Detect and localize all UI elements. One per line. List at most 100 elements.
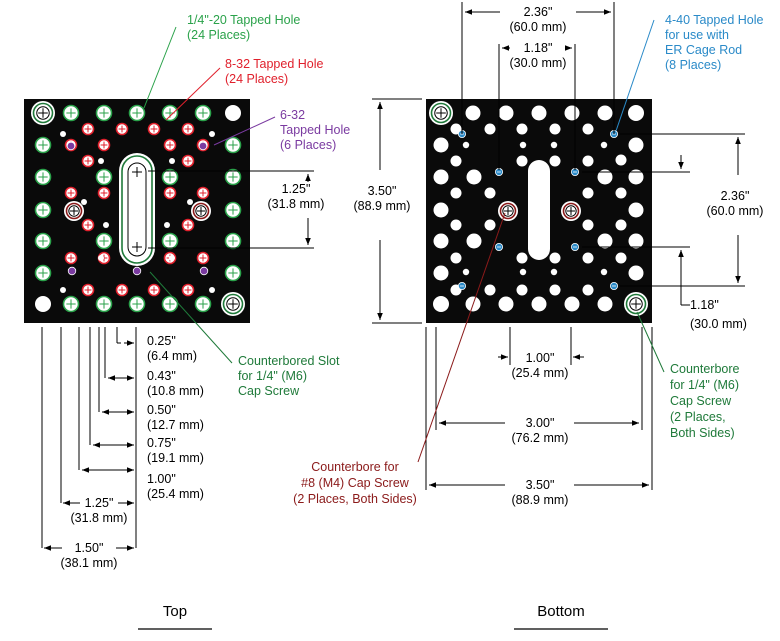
through-hole-small [187,199,193,205]
through-hole-medium [484,123,496,135]
tapped-hole-quarter-20 [224,264,242,282]
dim-height [372,98,422,324]
counterbored-slot [119,153,155,266]
through-hole-large [466,169,482,185]
through-hole-large [498,105,514,121]
callout-quarter-tap: 1/4"-20 Tapped Hole (24 Places) [187,13,300,42]
tapped-hole-8-32 [147,122,161,136]
through-hole-small [60,131,66,137]
through-hole-medium [615,219,627,231]
through-hole-medium [450,219,462,231]
tapped-hole-quarter-20 [95,104,113,122]
tapped-hole-quarter-20 [161,232,179,250]
dim-100-bottom-value: 1.00" [526,351,555,365]
tapped-hole-quarter-20 [34,168,52,186]
dim-125-mm: (31.8 mm) [71,511,128,525]
callout-832-tap-line1: 8-32 Tapped Hole [225,57,324,71]
callout-440-tap-line1: 4-40 Tapped Hole [665,13,764,27]
dim-350-mm: (88.9 mm) [512,493,569,507]
callout-832-tap: 8-32 Tapped Hole (24 Places) [225,57,324,86]
callout-slot: Counterbored Slot for 1/4" (M6) Cap Scre… [238,354,340,398]
dim-236-right-value: 2.36" [721,189,750,203]
through-hole-large [628,265,644,281]
tapped-hole-8-32 [163,186,177,200]
dim-slot-length-value: 1.25" [282,182,311,196]
dim-125-value: 1.25" [85,496,114,510]
dim-bottom-top-lines [461,2,615,170]
tapped-hole-8-32 [115,122,129,136]
bottom-hole-pattern [429,101,648,316]
through-hole-large [466,233,482,249]
tapped-hole-4-40 [571,168,579,176]
dim-118-right-mm: (30.0 mm) [690,317,747,331]
tapped-hole-quarter-20 [224,232,242,250]
through-hole-small [103,222,109,228]
dim-236-top-mm: (60.0 mm) [510,20,567,34]
through-hole-small [164,222,170,228]
through-hole-large [628,202,644,218]
counterbore-m4 [64,201,84,221]
through-hole-large [531,105,547,121]
tapped-hole-8-32 [196,186,210,200]
tapped-hole-quarter-20 [95,168,113,186]
callout-quarter-tap-line1: 1/4"-20 Tapped Hole [187,13,300,27]
tapped-hole-quarter-20 [34,201,52,219]
dim-050-mm: (12.7 mm) [147,418,204,432]
dim-slot-length-mask [262,182,334,218]
top-caption: Top [163,603,187,620]
through-hole-small [169,255,175,261]
through-hole-medium [582,284,594,296]
callout-quarter-tap-line2: (24 Places) [187,28,250,42]
through-hole-large [433,233,449,249]
dim-118-right-value: 1.18" [690,298,719,312]
tapped-hole-8-32 [81,283,95,297]
tapped-hole-8-32 [97,186,111,200]
dim-050-value: 0.50" [147,403,176,417]
tapped-hole-6-32 [132,266,142,276]
tapped-hole-8-32 [115,283,129,297]
callout-slot-line2: for 1/4" (M6) [238,369,307,383]
through-hole-medium [549,284,561,296]
through-hole-small [519,268,527,276]
through-hole-large [628,105,644,121]
callout-m6-counterbore: Counterbore for 1/4" (M6) Cap Screw (2 P… [670,362,740,440]
tapped-hole-quarter-20 [161,295,179,313]
tapped-hole-quarter-20 [62,295,80,313]
through-hole-medium [615,154,627,166]
tapped-hole-6-32 [198,141,208,151]
tapped-hole-6-32 [199,266,209,276]
tapped-hole-8-32 [181,283,195,297]
counterbore-m6 [624,292,648,316]
tapped-hole-quarter-20 [34,264,52,282]
through-hole-medium [549,252,561,264]
through-hole-large [433,265,449,281]
tapped-hole-8-32 [64,186,78,200]
dim-slot-length-mm: (31.8 mm) [268,197,325,211]
through-hole-medium [516,284,528,296]
through-hole-medium [582,187,594,199]
counterbore-m4 [498,201,518,221]
top-hole-pattern [31,101,245,316]
counterbore-m4 [561,201,581,221]
through-hole-large [564,105,580,121]
through-hole-small [209,131,215,137]
through-hole-large [35,296,51,312]
tapped-hole-quarter-20 [34,232,52,250]
dim-300-mm: (76.2 mm) [512,431,569,445]
tapped-hole-8-32 [196,251,210,265]
through-hole-large [597,296,613,312]
top-view: 1/4"-20 Tapped Hole (24 Places) 8-32 Tap… [24,13,350,630]
callout-m6-line5: Both Sides) [670,426,735,440]
through-hole-medium [582,155,594,167]
through-hole-medium [450,187,462,199]
tapped-hole-8-32 [181,154,195,168]
through-hole-small [600,141,608,149]
callout-m6-line2: for 1/4" (M6) [670,378,739,392]
through-hole-medium [549,123,561,135]
tapped-hole-quarter-20 [161,168,179,186]
through-hole-small [519,141,527,149]
dim-118-top-value: 1.18" [524,41,553,55]
through-hole-large [628,169,644,185]
tapped-hole-6-32 [67,266,77,276]
